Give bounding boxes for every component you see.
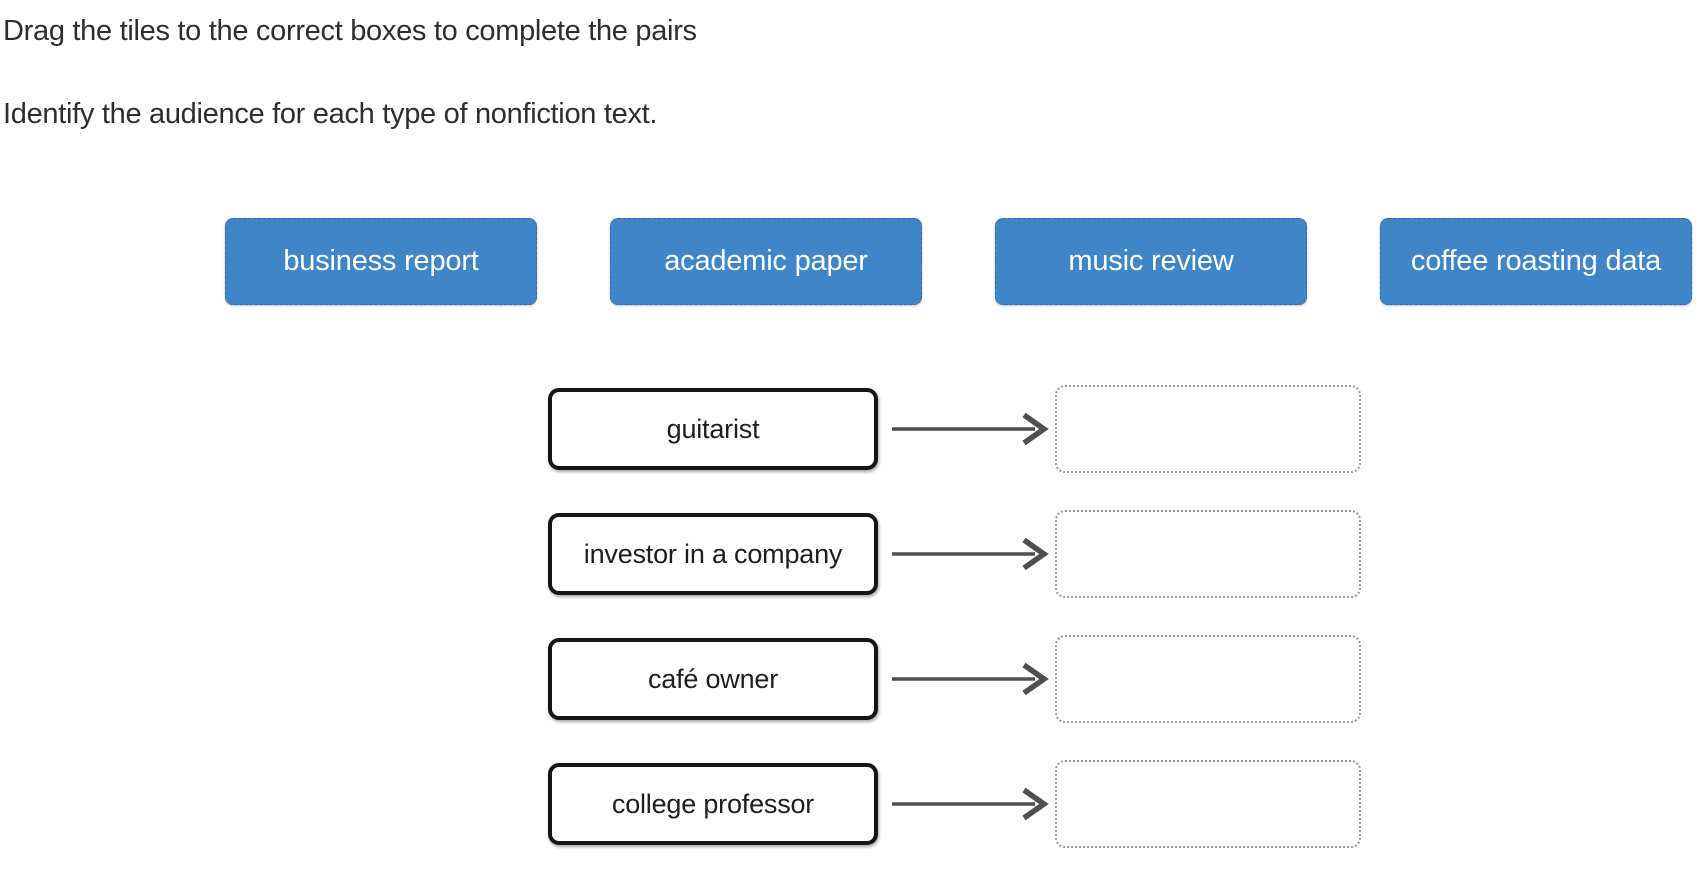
source-label: investor in a company bbox=[583, 538, 843, 569]
source-box-investor: investor in a company bbox=[548, 513, 878, 595]
drop-target-guitarist[interactable] bbox=[1055, 385, 1361, 473]
arrow-icon bbox=[892, 537, 1049, 571]
pair-row-guitarist: guitarist bbox=[548, 385, 1361, 473]
tile-music-review[interactable]: music review bbox=[995, 218, 1307, 305]
pair-row-college-professor: college professor bbox=[548, 760, 1361, 848]
tile-academic-paper[interactable]: academic paper bbox=[610, 218, 922, 305]
instruction-line-1: Drag the tiles to the correct boxes to c… bbox=[3, 15, 697, 47]
source-box-college-professor: college professor bbox=[548, 763, 878, 845]
drop-target-investor[interactable] bbox=[1055, 510, 1361, 598]
source-label: café owner bbox=[647, 663, 779, 694]
source-label: guitarist bbox=[666, 413, 760, 444]
arrow-icon bbox=[892, 662, 1049, 696]
pair-row-cafe-owner: café owner bbox=[548, 635, 1361, 723]
tile-business-report[interactable]: business report bbox=[225, 218, 537, 305]
arrow-icon bbox=[892, 412, 1049, 446]
drop-target-cafe-owner[interactable] bbox=[1055, 635, 1361, 723]
instruction-line-2: Identify the audience for each type of n… bbox=[3, 98, 658, 130]
pair-row-investor: investor in a company bbox=[548, 510, 1361, 598]
tile-coffee-roasting-data[interactable]: coffee roasting data bbox=[1380, 218, 1692, 305]
arrow-icon bbox=[892, 787, 1049, 821]
source-box-cafe-owner: café owner bbox=[548, 638, 878, 720]
drop-target-college-professor[interactable] bbox=[1055, 760, 1361, 848]
source-label: college professor bbox=[611, 788, 815, 819]
source-box-guitarist: guitarist bbox=[548, 388, 878, 470]
